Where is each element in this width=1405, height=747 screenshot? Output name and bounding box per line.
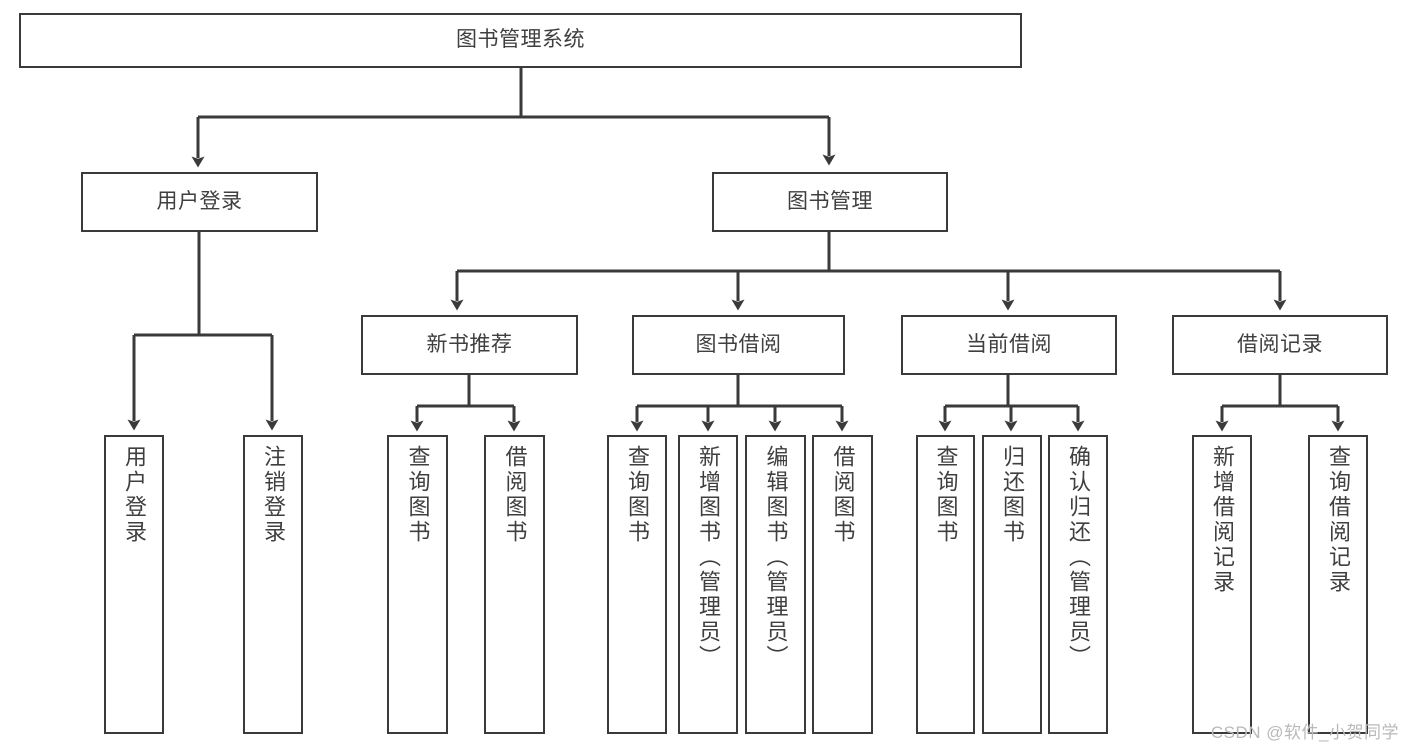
leaf-query-borrow-record[interactable]: 查询借阅记录 [1308, 435, 1368, 734]
leaf-edit-book-admin[interactable]: 编辑图书（管理员） [745, 435, 806, 734]
node-label: 借阅图书 [502, 445, 528, 545]
node-user-login[interactable]: 用户登录 [81, 172, 318, 232]
node-label: 确认归还（管理员） [1066, 445, 1091, 670]
node-label: 查询图书 [405, 445, 431, 545]
node-label: 图书借阅 [695, 332, 782, 356]
node-label: 归还图书 [1000, 445, 1025, 545]
leaf-user-login[interactable]: 用户登录 [104, 435, 164, 734]
node-label: 当前借阅 [966, 332, 1052, 356]
leaf-query-books-current[interactable]: 查询图书 [916, 435, 975, 734]
leaf-logout[interactable]: 注销登录 [243, 435, 303, 734]
node-label: 用户登录 [122, 445, 147, 545]
node-root-book-management-system[interactable]: 图书管理系统 [19, 13, 1022, 68]
node-borrow-records[interactable]: 借阅记录 [1172, 315, 1388, 375]
node-book-management[interactable]: 图书管理 [712, 172, 948, 232]
node-new-book-recommendation[interactable]: 新书推荐 [361, 315, 578, 375]
node-label: 图书管理系统 [456, 28, 585, 52]
leaf-borrow-books-borrowing[interactable]: 借阅图书 [812, 435, 873, 734]
node-label: 查询借阅记录 [1326, 445, 1351, 595]
node-label: 借阅记录 [1237, 332, 1323, 356]
node-label: 查询图书 [625, 445, 650, 545]
node-label: 查询图书 [933, 445, 959, 545]
node-label: 新增借阅记录 [1210, 445, 1235, 595]
node-label: 新书推荐 [426, 332, 513, 356]
leaf-return-books[interactable]: 归还图书 [982, 435, 1042, 734]
node-label: 借阅图书 [830, 445, 856, 545]
watermark-text: CSDN @软件_小贺同学 [1210, 723, 1399, 742]
leaf-query-books-recommendation[interactable]: 查询图书 [387, 435, 448, 734]
node-label: 注销登录 [261, 445, 286, 545]
leaf-borrow-books-recommendation[interactable]: 借阅图书 [484, 435, 545, 734]
node-label: 新增图书（管理员） [696, 445, 721, 670]
leaf-add-borrow-record[interactable]: 新增借阅记录 [1192, 435, 1252, 734]
node-current-borrowing[interactable]: 当前借阅 [901, 315, 1117, 375]
node-book-borrowing[interactable]: 图书借阅 [632, 315, 845, 375]
node-label: 图书管理 [787, 189, 873, 213]
leaf-add-book-admin[interactable]: 新增图书（管理员） [678, 435, 738, 734]
node-label: 用户登录 [156, 189, 243, 213]
leaf-query-books-borrowing[interactable]: 查询图书 [607, 435, 667, 734]
node-label: 编辑图书（管理员） [763, 445, 789, 670]
leaf-confirm-return-admin[interactable]: 确认归还（管理员） [1048, 435, 1108, 734]
